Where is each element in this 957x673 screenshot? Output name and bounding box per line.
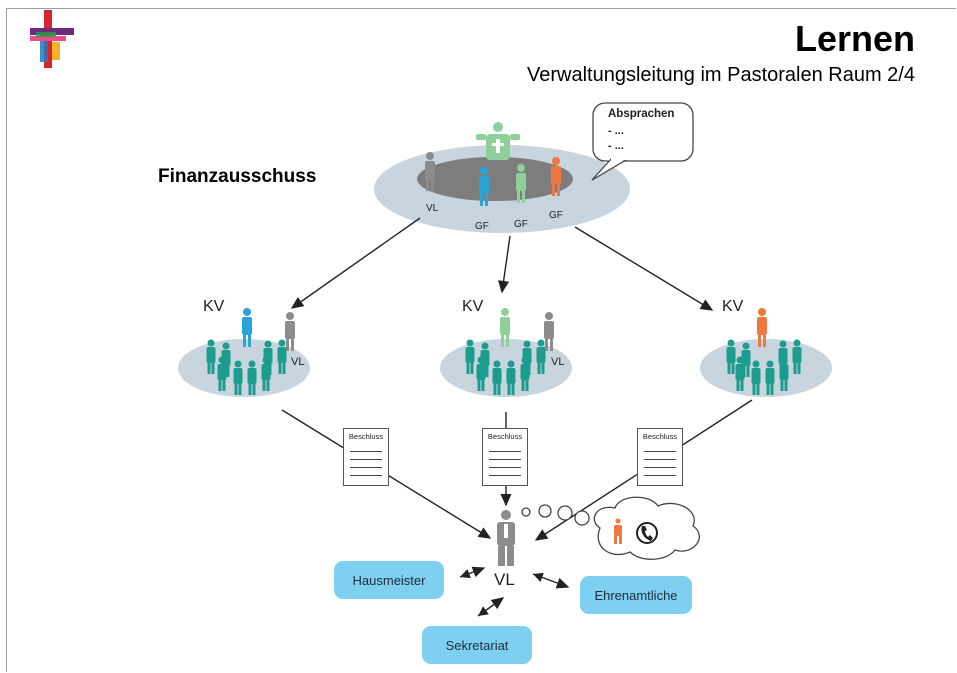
speech-bubble (591, 102, 694, 181)
slide-frame (6, 8, 956, 672)
link-hausmeister (459, 566, 486, 579)
decision-document-label: Beschluss (487, 432, 523, 441)
chair-person-icon (476, 122, 520, 160)
decision-document-label: Beschluss (348, 432, 384, 441)
finance-committee-label: Finanzausschuss (158, 166, 317, 187)
top-gf-label-1: GF (475, 221, 489, 232)
decision-document-label: Beschluss (642, 432, 678, 441)
link-ehrenamtliche (532, 572, 570, 589)
kv-vl-label-left: VL (291, 356, 305, 368)
kv-platform-right (700, 339, 832, 397)
vl-person-icon (285, 312, 295, 351)
bubble-line-1: - ... (608, 125, 624, 137)
role-hausmeister: Hausmeister (334, 561, 444, 599)
kv-platform-left (178, 339, 310, 397)
phone-icon (636, 522, 658, 544)
decision-document-middle: Beschluss (482, 428, 528, 486)
bubble-heading: Absprachen (608, 108, 675, 120)
meeting-table (417, 157, 573, 201)
decision-document-left: Beschluss (343, 428, 389, 486)
page-subtitle: Verwaltungsleitung im Pastoralen Raum 2/… (527, 64, 915, 86)
link-sekretariat (477, 597, 505, 617)
arrow-to-kv-left (290, 217, 421, 309)
arrow-to-kv-middle (498, 235, 511, 294)
arrow-to-kv-right (574, 226, 714, 311)
kv-label-middle: KV (462, 298, 484, 315)
kv-vl-label-middle: VL (551, 356, 565, 368)
orange-person-icon (614, 518, 622, 544)
logo-cross-icon (30, 10, 74, 68)
top-gf-label-2: GF (514, 219, 528, 230)
vl-person-icon (544, 312, 554, 351)
decision-document-right: Beschluss (637, 428, 683, 486)
page-title: Lernen (794, 18, 915, 59)
top-gf-label-3: GF (549, 210, 563, 221)
center-vl-label: VL (494, 570, 515, 589)
kv-label-left: KV (203, 298, 225, 315)
role-sekretariat: Sekretariat (422, 626, 532, 664)
bubble-line-2: - ... (608, 140, 624, 152)
top-vl-label: VL (426, 203, 439, 214)
thought-bubble (521, 496, 700, 560)
central-vl-person-icon (497, 510, 515, 566)
role-ehrenamtliche: Ehrenamtliche (580, 576, 692, 614)
kv-label-right: KV (722, 298, 744, 315)
